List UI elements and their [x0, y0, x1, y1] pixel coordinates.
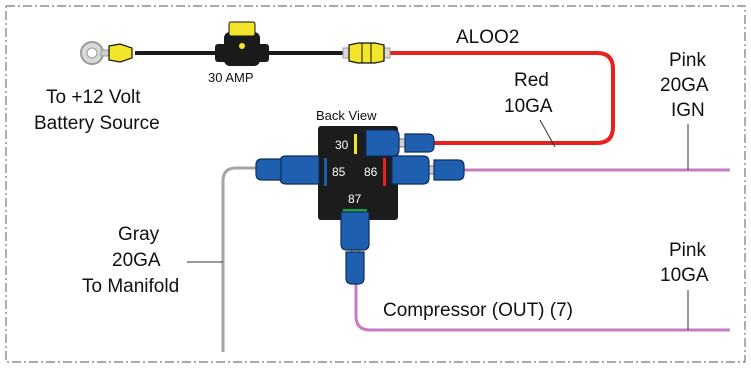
- pin87-stripe: [343, 209, 367, 212]
- relay-pin-87: 87: [348, 192, 362, 206]
- red-wire-label-line2: 10GA: [504, 96, 553, 117]
- relay-pin-85: 85: [332, 165, 346, 179]
- red-wire-label-line1: Red: [514, 70, 549, 91]
- pink-out-label-line1: Pink: [669, 240, 706, 261]
- pink-ign-label-line1: Pink: [669, 50, 706, 71]
- gray-wire: [221, 166, 258, 352]
- battery-label-line2: Battery Source: [34, 113, 160, 134]
- pin86-connector: [391, 155, 465, 185]
- relay-pin-30: 30: [335, 138, 349, 152]
- gray-wire-label-line2: 20GA: [112, 250, 161, 271]
- fuse-holder: [215, 21, 269, 66]
- compressor-label: Compressor (OUT) (7): [383, 300, 574, 321]
- ring-terminal: [80, 41, 133, 65]
- pin85-connector: [255, 155, 320, 185]
- butt-connector: [342, 42, 391, 64]
- pin85-stripe: [324, 158, 327, 186]
- red-wire: [388, 51, 615, 145]
- pink-out-label-line2: 10GA: [660, 265, 709, 286]
- gray-wire-label-line3: To Manifold: [82, 276, 180, 297]
- pin86-stripe: [383, 158, 386, 186]
- relay-view-label: Back View: [316, 108, 377, 123]
- pink-output-wire: [354, 280, 730, 332]
- pin87-connector: [340, 211, 370, 285]
- pink-ign-label-line3: IGN: [671, 100, 705, 121]
- diagram-border: [5, 5, 746, 363]
- pin30-stripe: [354, 134, 357, 154]
- relay-pin-86: 86: [364, 165, 378, 179]
- pink-ign-label-line2: 20GA: [660, 75, 709, 96]
- red-wire-leader: [539, 119, 556, 148]
- fuse-rating-label: 30 AMP: [208, 70, 254, 85]
- gray-wire-label-line1: Gray: [118, 224, 160, 245]
- fuse-wire-label: ALOO2: [456, 27, 520, 48]
- battery-label-line1: To +12 Volt: [46, 87, 141, 108]
- pin30-connector: [365, 129, 435, 157]
